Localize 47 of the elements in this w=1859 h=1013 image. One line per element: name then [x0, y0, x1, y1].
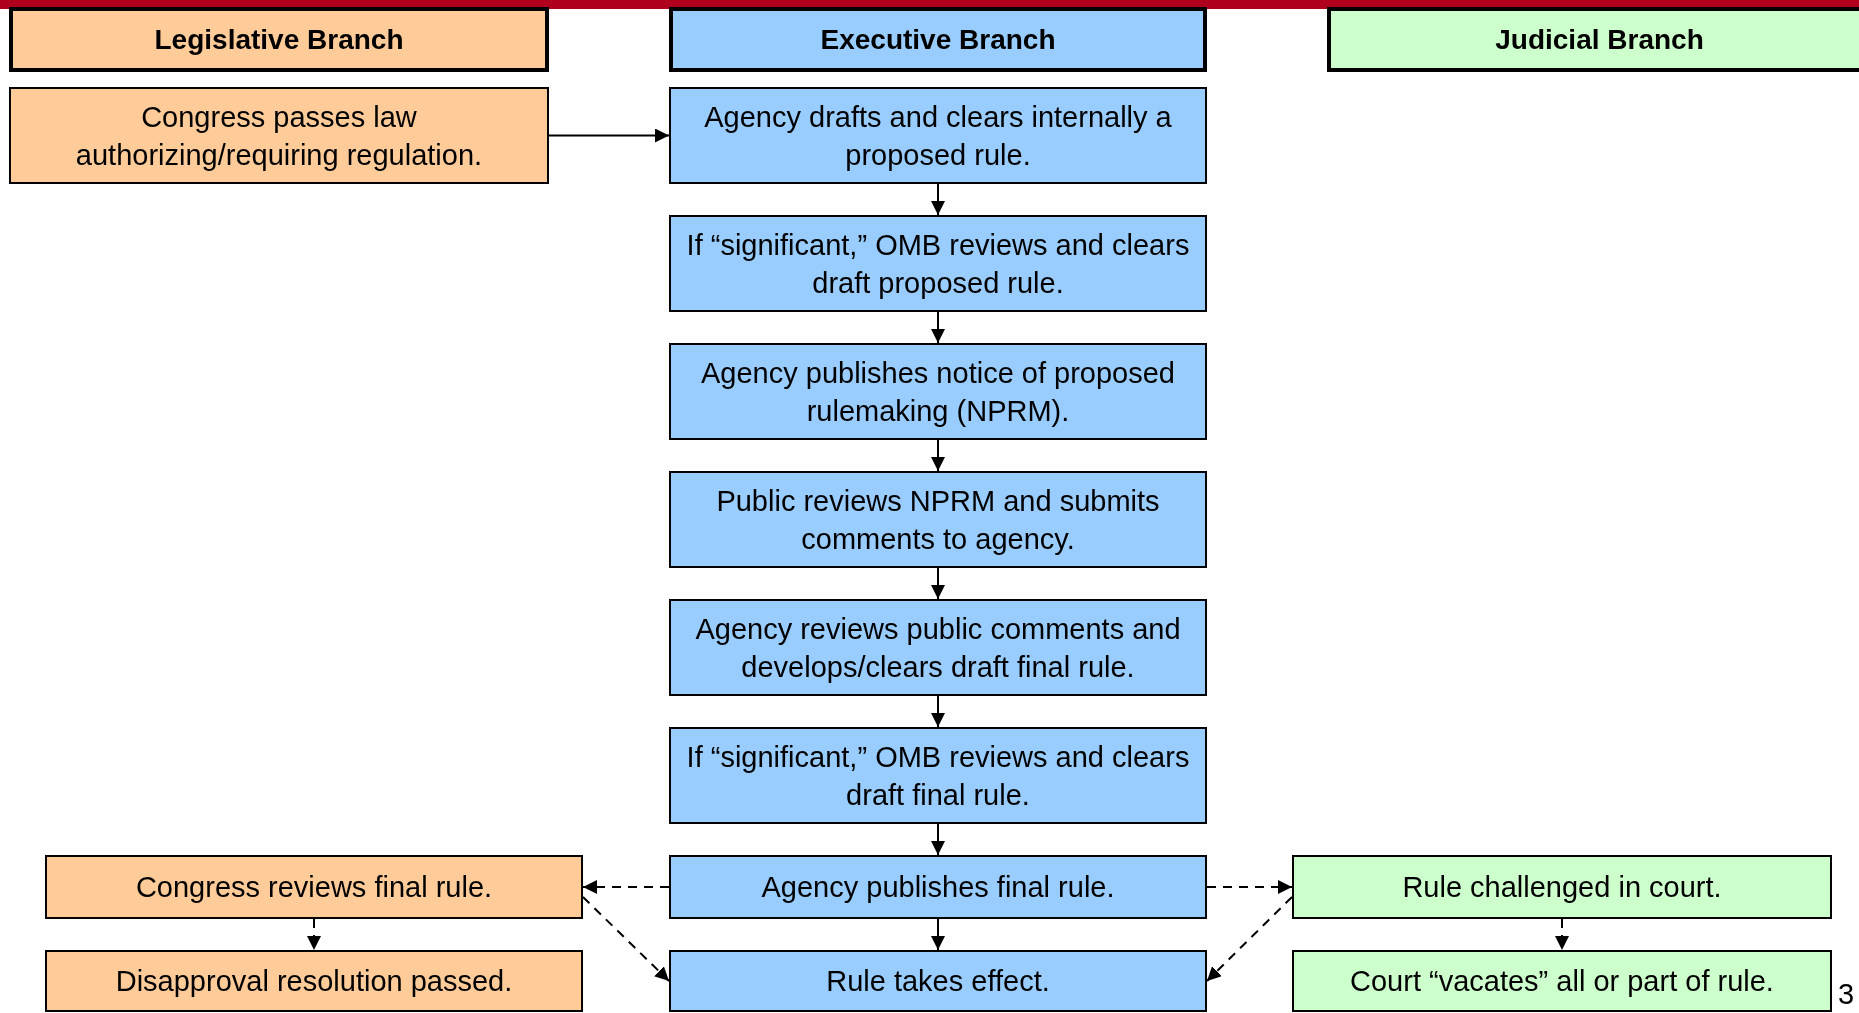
arrow: [582, 880, 670, 894]
step-text: Congress passes law authorizing/requiring regulation.: [74, 99, 484, 173]
arrow: [931, 695, 945, 728]
process-box: [1292, 855, 1832, 919]
arrow: [307, 918, 321, 951]
page-number: 3: [1838, 978, 1855, 1011]
step-text: Congress reviews final rule.: [135, 870, 493, 905]
branch-title: Legislative Branch: [154, 22, 404, 57]
arrow: [931, 311, 945, 344]
process-box: [1292, 950, 1832, 1012]
step-text: If “significant,” OMB reviews and clears draft proposed rule.: [685, 227, 1191, 301]
process-box: [45, 950, 583, 1012]
step-text: Agency drafts and clears internally a proposed rule.: [703, 99, 1173, 173]
branch-header-box: [1327, 7, 1859, 72]
process-box: [45, 855, 583, 919]
arrow: [931, 567, 945, 600]
process-box: [669, 87, 1207, 184]
branch-title: Executive Branch: [820, 22, 1056, 57]
arrow: [931, 918, 945, 951]
arrow: [582, 896, 670, 982]
process-box: [669, 855, 1207, 919]
process-box: [669, 343, 1207, 440]
step-text: Court “vacates” all or part of rule.: [1350, 964, 1774, 999]
arrow: [1555, 918, 1569, 951]
process-box: [669, 215, 1207, 312]
arrow: [931, 183, 945, 216]
step-text: Rule challenged in court.: [1402, 870, 1722, 905]
process-box: [669, 727, 1207, 824]
arrow: [1206, 896, 1293, 982]
branch-header-box: [669, 7, 1207, 72]
process-box: [9, 87, 549, 184]
arrow: [931, 823, 945, 856]
process-box: [669, 950, 1207, 1012]
step-text: If “significant,” OMB reviews and clears draft final rule.: [685, 739, 1191, 813]
step-text: Agency publishes notice of proposed rulemaking (NPRM).: [700, 355, 1176, 429]
step-text: Disapproval resolution passed.: [115, 964, 513, 999]
step-text: Rule takes effect.: [826, 964, 1050, 999]
step-text: Agency reviews public comments and develops/clears draft final rule.: [694, 611, 1182, 685]
arrow: [548, 128, 670, 143]
step-text: Agency publishes final rule.: [761, 870, 1115, 905]
branch-title: Judicial Branch: [1495, 22, 1704, 57]
branch-header-box: [9, 7, 549, 72]
process-box: [669, 471, 1207, 568]
step-text: Public reviews NPRM and submits comments to agency.: [715, 483, 1161, 557]
process-box: [669, 599, 1207, 696]
arrow: [1206, 880, 1293, 894]
arrow: [931, 439, 945, 472]
